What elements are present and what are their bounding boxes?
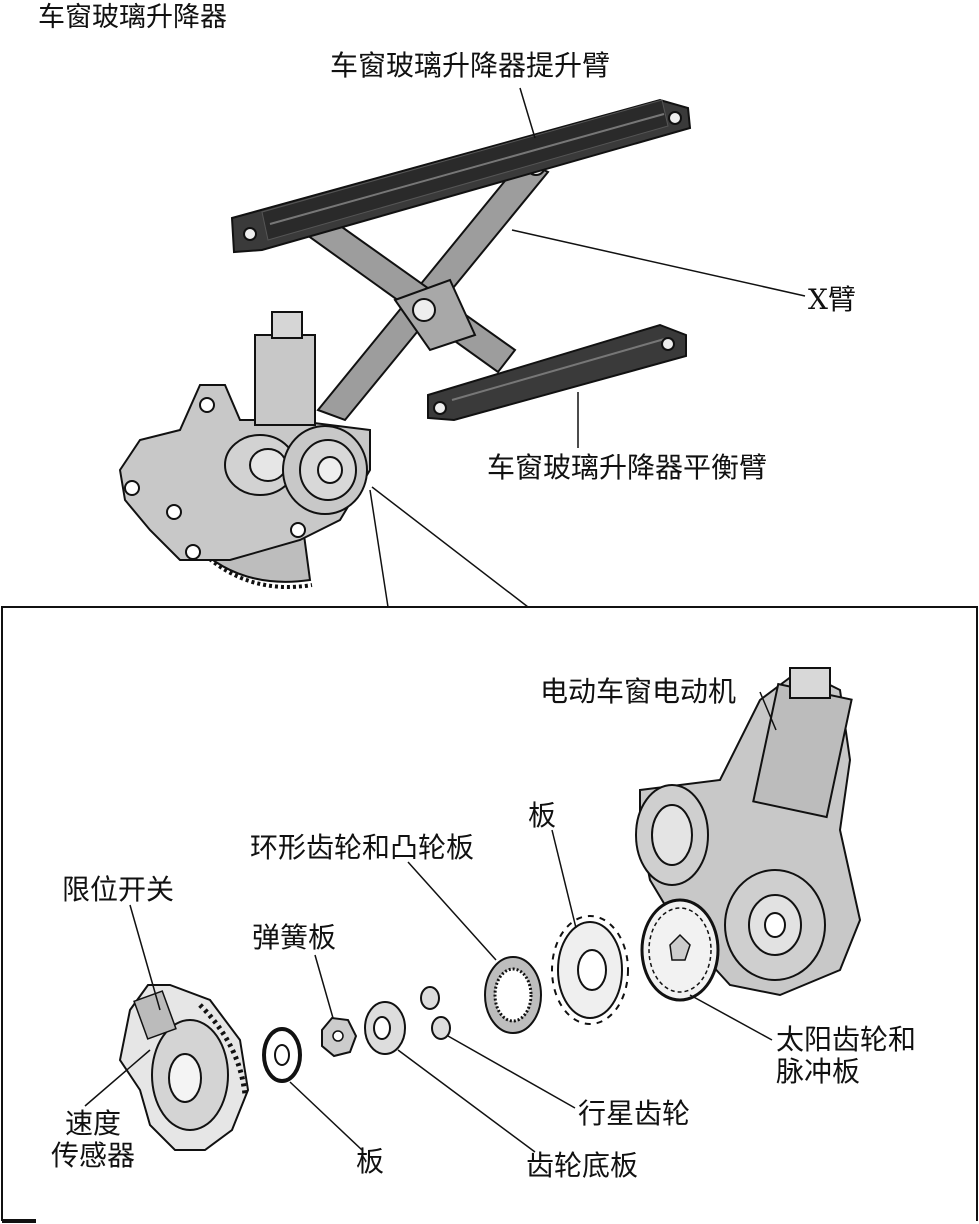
label-sun-gear-line-1: 太阳齿轮和 xyxy=(776,1023,917,1056)
label-limit-switch: 限位开关 xyxy=(62,873,175,906)
motor-assembly-upper xyxy=(118,311,371,589)
detail-frame xyxy=(1,606,978,1221)
balance-arm xyxy=(427,323,687,422)
leader-lines-upper xyxy=(511,87,806,448)
gear-base-plate xyxy=(364,1001,406,1055)
label-ring-gear-cam-plate: 环形齿轮和凸轮板 xyxy=(250,831,475,864)
label-sun-gear-pulse-plate: 太阳齿轮和 脉冲板 xyxy=(776,1024,966,1088)
label-speed-sensor: 速度 传感器 xyxy=(38,1108,148,1172)
label-planet-gears: 行星齿轮 xyxy=(578,1097,691,1130)
ring-gear-cam-plate xyxy=(484,956,542,1034)
label-gear-base-plate: 齿轮底板 xyxy=(526,1149,639,1182)
label-speed-sensor-line-2: 传感器 xyxy=(50,1139,135,1172)
label-lift-arm: 车窗玻璃升降器提升臂 xyxy=(330,49,611,82)
label-sun-gear-line-2: 脉冲板 xyxy=(776,1055,861,1088)
leader-lines-lower xyxy=(84,691,777,1153)
lift-arm xyxy=(230,98,692,254)
plate-bottom xyxy=(262,1027,302,1083)
spring-plate xyxy=(321,1016,358,1058)
label-spring-plate: 弹簧板 xyxy=(252,921,337,954)
label-plate-top: 板 xyxy=(528,799,557,832)
label-x-arm: X臂 xyxy=(808,283,856,316)
plate-top xyxy=(551,915,629,1025)
label-power-window-motor: 电动车窗电动机 xyxy=(540,675,737,708)
sun-gear-pulse-plate xyxy=(640,898,720,1002)
label-balance-arm: 车窗玻璃升降器平衡臂 xyxy=(487,451,768,484)
housing-cover xyxy=(118,984,250,1151)
callout-lines xyxy=(369,486,529,608)
label-speed-sensor-line-1: 速度 xyxy=(64,1107,121,1140)
planet-gears xyxy=(420,986,451,1040)
label-plate-bottom: 板 xyxy=(356,1145,385,1178)
diagram-title: 车窗玻璃升降器 xyxy=(38,2,227,33)
